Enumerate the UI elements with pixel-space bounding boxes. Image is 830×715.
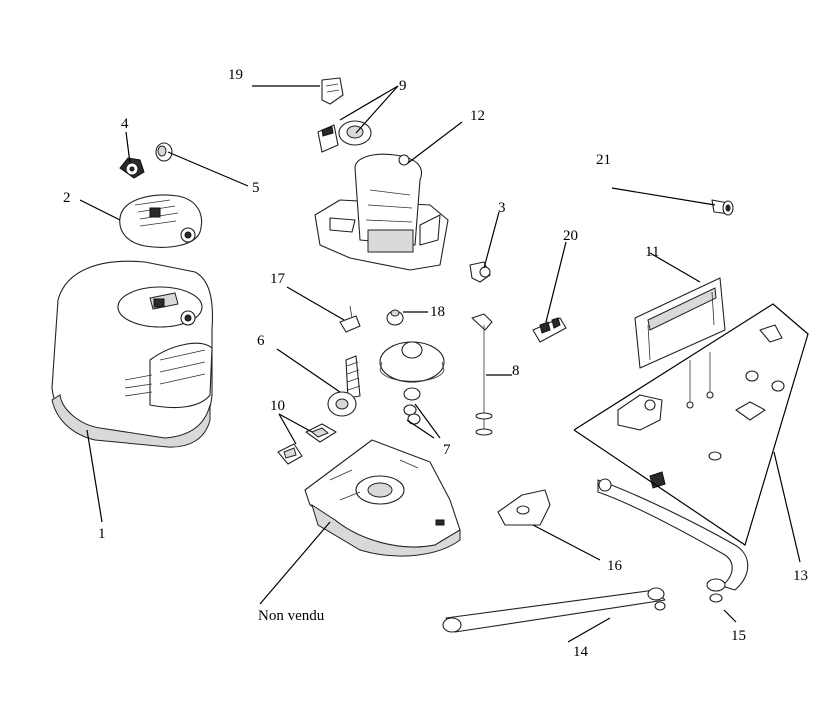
- part-11-bracket: [634, 277, 726, 369]
- part-2-top-disc: [119, 194, 203, 248]
- callout-12: 12: [470, 108, 485, 124]
- part-7-gear: [379, 341, 445, 425]
- part-3-wing-nut: [469, 261, 491, 283]
- callout-1: 1: [98, 526, 106, 542]
- callout-5: 5: [252, 180, 260, 196]
- callout-19: 19: [228, 67, 243, 83]
- callout-14: 14: [573, 644, 589, 660]
- callout-13: 13: [793, 568, 808, 584]
- callout-2: 2: [63, 190, 71, 206]
- callout-21: 21: [596, 152, 611, 168]
- part-1-cover: [51, 260, 213, 448]
- callout-labels: 1 2 3 4 5 6 7 8 9 10 11 12 13 14 15 16 1…: [63, 67, 808, 660]
- part-10-switches: [277, 423, 337, 465]
- part-8-shaft: [471, 313, 493, 436]
- callout-10: 10: [270, 398, 285, 414]
- part-4-key-lock: [119, 157, 145, 179]
- callout-15: 15: [731, 628, 746, 644]
- base-note-label: Non vendu: [258, 608, 325, 624]
- callout-9: 9: [399, 78, 407, 94]
- callout-20: 20: [563, 228, 578, 244]
- part-18-spacer: [386, 309, 404, 326]
- part-17-small-bracket: [339, 305, 361, 333]
- callout-4: 4: [121, 116, 129, 132]
- part-12-motor: [314, 153, 449, 271]
- base-not-sold: [304, 439, 461, 557]
- part-20-clip: [532, 317, 567, 343]
- callout-16: 16: [607, 558, 623, 574]
- part-13-kit: [617, 324, 785, 461]
- part-9-sensors: [317, 120, 372, 153]
- leader-lines: [79, 85, 809, 643]
- part-16-slide-shoe: [497, 489, 551, 526]
- part-21-bolt: [711, 199, 734, 216]
- part-15-curved-arm: [597, 471, 749, 603]
- callout-18: 18: [430, 304, 445, 320]
- callout-8: 8: [512, 363, 520, 379]
- part-19-connector: [321, 77, 344, 105]
- part-14-straight-arm: [442, 587, 666, 633]
- callout-17: 17: [270, 271, 286, 287]
- part-5-cap: [155, 142, 173, 162]
- part-6-worm-screw: [327, 355, 361, 417]
- callout-7: 7: [443, 442, 451, 458]
- callout-6: 6: [257, 333, 265, 349]
- callout-11: 11: [645, 244, 659, 260]
- callout-3: 3: [498, 200, 506, 216]
